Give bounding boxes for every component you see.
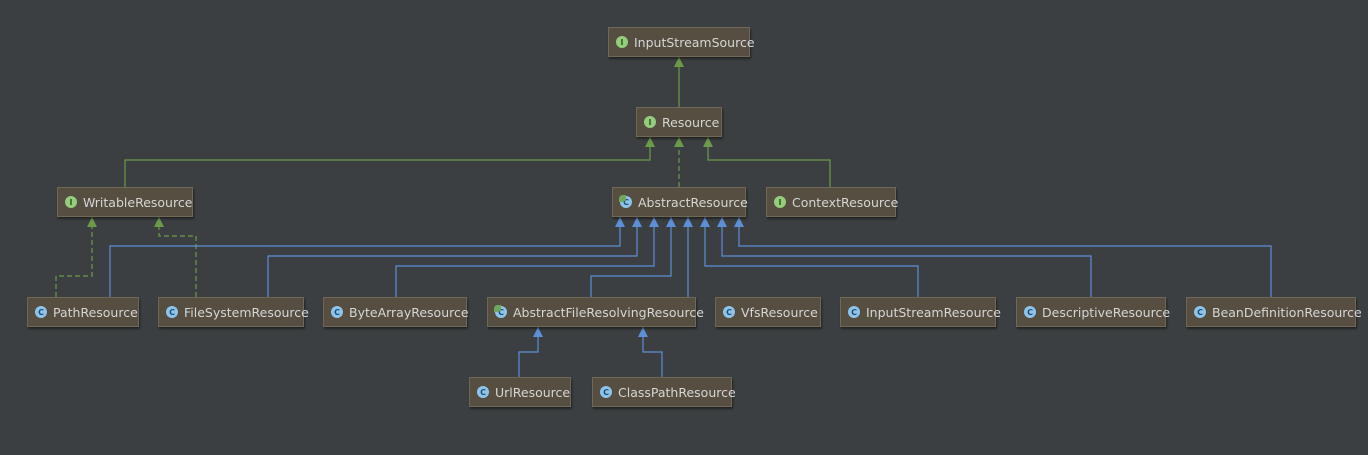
node-label: InputStreamSource [634,34,755,50]
interface-icon: I [644,116,656,128]
edge-descriptive-resource-to-abstract-resource [721,217,1092,297]
file-system-resource-node[interactable]: C FileSystemResource [158,297,309,327]
edge-file-system-resource-to-abstract-resource [267,217,638,297]
arrowhead-icon [717,217,727,227]
class-icon: C [477,386,489,398]
arrowhead-icon [533,327,543,337]
class-icon: C [848,306,860,318]
edge-writable-resource-to-resource [124,137,651,187]
node-label: UrlResource [495,384,571,400]
node-label: ClassPathResource [618,384,736,400]
arrowhead-icon [666,217,676,227]
input-stream-resource-node[interactable]: C InputStreamResource [840,297,1001,327]
edge-abstract-file-resolving-resource-to-abstract-resource [590,217,672,297]
interface-icon: I [616,36,628,48]
path-resource-node[interactable]: C PathResource [27,297,139,327]
arrowhead-icon [734,217,744,227]
arrowhead-icon [703,137,713,147]
edge-class-path-resource-to-abstract-file-resolving-resource [642,327,663,377]
class-icon: C [1194,306,1206,318]
edge-path-resource-to-abstract-resource [109,217,621,297]
arrowhead-icon [87,217,97,227]
context-resource-node[interactable]: I ContextResource [766,187,899,217]
byte-array-resource-node[interactable]: C ByteArrayResource [323,297,469,327]
arrowhead-icon [615,217,625,227]
node-label: Resource [662,114,720,130]
edge-bean-definition-resource-to-abstract-resource [738,217,1272,297]
node-label: BeanDefinitionResource [1212,304,1362,320]
input-stream-source-node[interactable]: I InputStreamSource [608,27,755,57]
arrowhead-icon [683,217,693,227]
interface-icon: I [774,196,786,208]
arrowhead-icon [674,57,684,67]
edge-input-stream-resource-to-abstract-resource [704,217,919,297]
node-label: AbstractFileResolvingResource [513,304,704,320]
class-icon: C [35,306,47,318]
abstract-class-icon: C [494,305,507,318]
node-label: VfsResource [741,304,818,320]
class-icon: C [600,386,612,398]
edge-path-resource-to-writable-resource [55,217,93,297]
node-label: PathResource [53,304,138,320]
edge-context-resource-to-resource [707,137,831,187]
edge-file-system-resource-to-writable-resource [158,217,197,297]
node-label: ContextResource [792,194,899,210]
arrowhead-icon [154,217,164,227]
arrowhead-icon [674,137,684,147]
arrowhead-icon [632,217,642,227]
class-icon: C [1024,306,1036,318]
node-label: FileSystemResource [184,304,309,320]
bean-definition-resource-node[interactable]: C BeanDefinitionResource [1186,297,1362,327]
interface-icon: I [65,196,77,208]
node-label: InputStreamResource [866,304,1001,320]
writable-resource-node[interactable]: I WritableResource [57,187,193,217]
class-icon: C [166,306,178,318]
node-label: AbstractResource [638,194,748,210]
class-icon: C [331,306,343,318]
class-path-resource-node[interactable]: C ClassPathResource [592,377,736,407]
arrowhead-icon [645,137,655,147]
edge-url-resource-to-abstract-file-resolving-resource [518,327,539,377]
descriptive-resource-node[interactable]: C DescriptiveResource [1016,297,1170,327]
url-resource-node[interactable]: C UrlResource [469,377,571,407]
class-icon: C [723,306,735,318]
node-label: WritableResource [83,194,193,210]
edge-byte-array-resource-to-abstract-resource [395,217,655,297]
abstract-file-resolving-resource-node[interactable]: C AbstractFileResolvingResource [487,297,704,327]
resource-node[interactable]: I Resource [636,107,722,137]
abstract-class-icon: C [619,195,632,208]
node-label: DescriptiveResource [1042,304,1171,320]
arrowhead-icon [638,327,648,337]
arrowhead-icon [700,217,710,227]
node-label: ByteArrayResource [349,304,469,320]
arrowhead-icon [649,217,659,227]
abstract-resource-node[interactable]: C AbstractResource [612,187,748,217]
vfs-resource-node[interactable]: C VfsResource [715,297,821,327]
